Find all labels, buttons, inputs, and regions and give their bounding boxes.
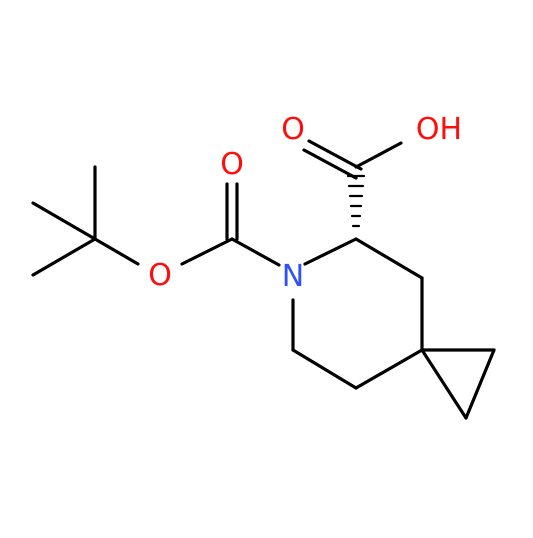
hashed-wedge-bond: [346, 174, 366, 228]
bond-cp1-cp2: [464, 348, 496, 420]
atom-label-boc-carbonyl-o: O: [220, 147, 244, 182]
atom-label-acid-carbonyl-o: O: [281, 112, 305, 147]
piperidine-ring: [291, 237, 424, 390]
bond-c5-c4: [354, 237, 424, 280]
bond-acid-double-b: [302, 148, 358, 180]
bond-acid-double-a: [307, 139, 363, 171]
tert-butyl-group: [31, 165, 140, 277]
bond-quaternary-ester-o: [93, 237, 140, 266]
bond-c8-c7: [291, 348, 358, 390]
bond-spiro-c8: [354, 348, 424, 390]
bond-ester-o-carbonyl-c: [180, 237, 234, 266]
atom-label-hydroxyl: OH: [416, 112, 462, 147]
bond-carbonyl-c-nitrogen: [230, 237, 281, 267]
bond-n-c5: [303, 237, 358, 266]
atom-label-nitrogen: N: [282, 259, 304, 294]
atom-label-ester-o: O: [148, 258, 172, 293]
bond-tbu-c3-quaternary: [31, 237, 97, 277]
bond-tbu-c1-quaternary: [31, 201, 97, 241]
carboxylic-acid-group: [302, 139, 403, 180]
boc-carbonyl-group: [180, 182, 281, 267]
bond-acid-c-oh: [354, 141, 403, 169]
cyclopropane-ring: [420, 348, 496, 420]
bond-cp2-spiro: [420, 348, 468, 420]
